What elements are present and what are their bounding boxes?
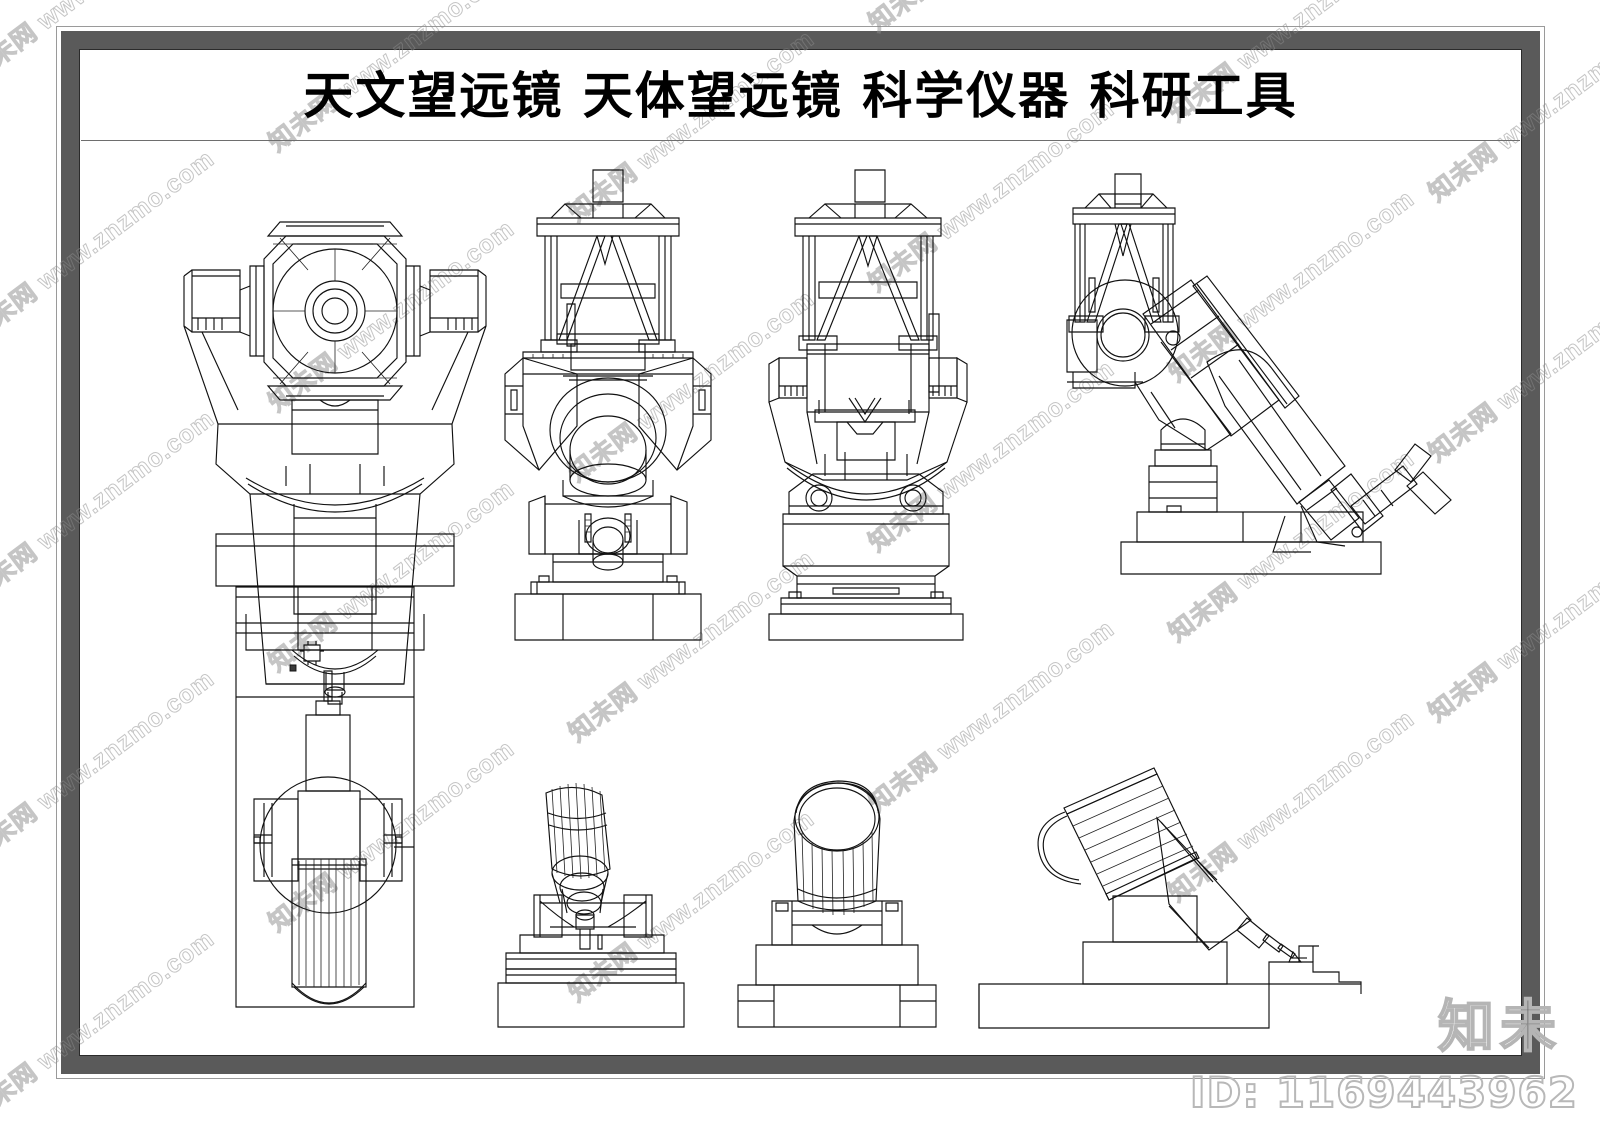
telescope-front-elevation	[505, 170, 711, 640]
drawing-id-label: ID: 1169443962	[1189, 1068, 1578, 1117]
telescope-inclined-perspective	[1067, 174, 1451, 574]
instrument-front-elevation	[738, 781, 936, 1027]
instrument-inclined-elevation	[979, 768, 1361, 1028]
sheet-title: 天文望远镜 天体望远镜 科学仪器 科研工具	[303, 66, 1298, 125]
instrument-plan-view	[236, 587, 414, 1007]
znzmo-logo: 知未	[1437, 995, 1562, 1060]
title-divider-line	[81, 140, 1520, 141]
telescope-side-elevation	[769, 170, 967, 640]
telescope-plan-view	[184, 222, 486, 704]
instrument-side-elevation	[498, 783, 684, 1027]
title-block: 天文望远镜 天体望远镜 科学仪器 科研工具	[81, 51, 1520, 140]
drawing-area	[81, 142, 1520, 1055]
cad-svg	[81, 142, 1520, 1055]
